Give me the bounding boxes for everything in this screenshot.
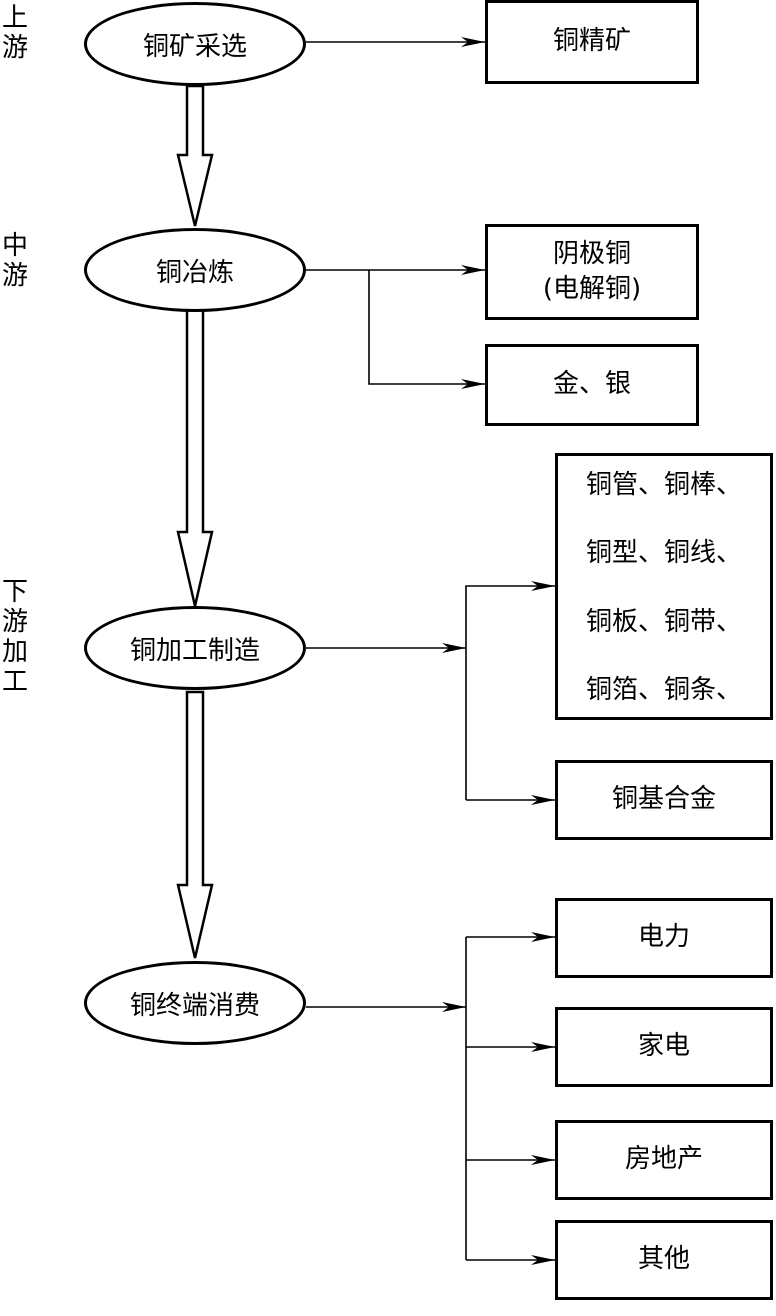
stage-label-midstream: 中 游 xyxy=(1,231,28,291)
stage-label-downstream-processing: 下 游 加 工 xyxy=(1,577,28,697)
output-other: 其他 xyxy=(555,1220,773,1300)
output-real-estate: 房地产 xyxy=(555,1120,773,1200)
output-copper-alloy: 铜基合金 xyxy=(555,760,773,840)
output-power: 电力 xyxy=(555,898,773,978)
output-home-appliances: 家电 xyxy=(555,1007,773,1087)
connector-smelting-gold-silver xyxy=(368,270,485,389)
output-copper-products: 铜管、铜棒、 铜型、铜线、 铜板、铜带、 铜箔、铜条、 xyxy=(555,453,773,720)
connector-processing-products xyxy=(465,581,555,800)
node-copper-smelting: 铜冶炼 xyxy=(84,228,306,312)
node-copper-consumption: 铜终端消费 xyxy=(84,961,306,1045)
output-connectors xyxy=(306,37,555,1265)
node-copper-processing: 铜加工制造 xyxy=(84,606,306,690)
flow-arrow-smelting-to-processing xyxy=(176,308,214,607)
stage-label-upstream: 上 游 xyxy=(1,3,28,63)
output-copper-concentrate: 铜精矿 xyxy=(485,0,699,84)
flow-arrow-mining-to-smelting xyxy=(176,84,214,227)
node-copper-mining: 铜矿采选 xyxy=(84,2,306,86)
flow-arrow-processing-to-consumption xyxy=(176,690,214,959)
output-gold-silver: 金、银 xyxy=(485,344,699,426)
output-cathode-copper: 阴极铜 (电解铜) xyxy=(485,224,699,320)
